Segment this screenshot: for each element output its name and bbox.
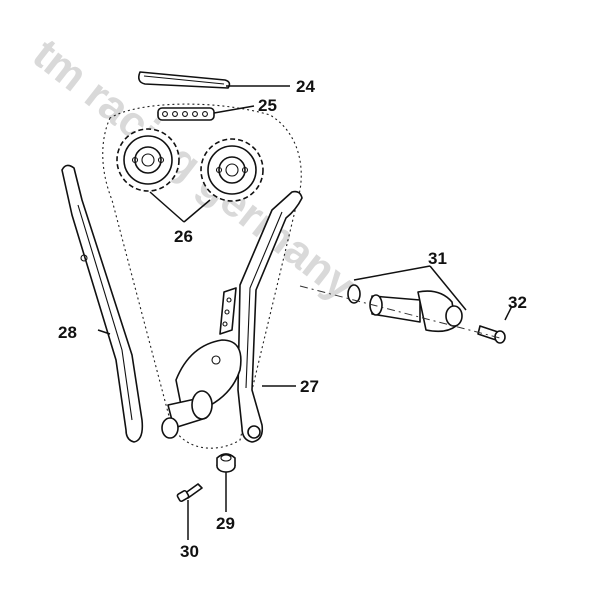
part-28-left-chain-guide[interactable] xyxy=(61,164,144,443)
callout-24: 24 xyxy=(296,77,315,96)
callout-30: 30 xyxy=(180,542,199,561)
part-25-chain-segment[interactable] xyxy=(157,107,215,121)
part-29-spacer-bushing[interactable] xyxy=(216,453,236,473)
callout-32: 32 xyxy=(508,293,527,312)
callout-28: 28 xyxy=(58,323,77,342)
crankshaft-assembly xyxy=(161,339,242,439)
callout-25: 25 xyxy=(258,96,277,115)
part-32-tensioner-screw[interactable] xyxy=(477,325,506,344)
part-31-chain-tensioner[interactable] xyxy=(347,284,463,333)
part-30-bolt[interactable] xyxy=(176,483,203,503)
part-27-tensioner-rail[interactable] xyxy=(237,190,303,443)
part-24-top-chain-guide[interactable] xyxy=(138,71,231,89)
part-26-camshaft-sprocket-left[interactable] xyxy=(116,128,180,192)
tensioner-axis-line xyxy=(299,285,501,339)
callout-26: 26 xyxy=(174,227,193,246)
callout-31: 31 xyxy=(428,249,447,268)
chain-link-crank xyxy=(219,287,237,335)
callout-27: 27 xyxy=(300,377,319,396)
callout-29: 29 xyxy=(216,514,235,533)
leader-lines xyxy=(97,85,513,540)
part-26-camshaft-sprocket-right[interactable] xyxy=(200,138,264,202)
